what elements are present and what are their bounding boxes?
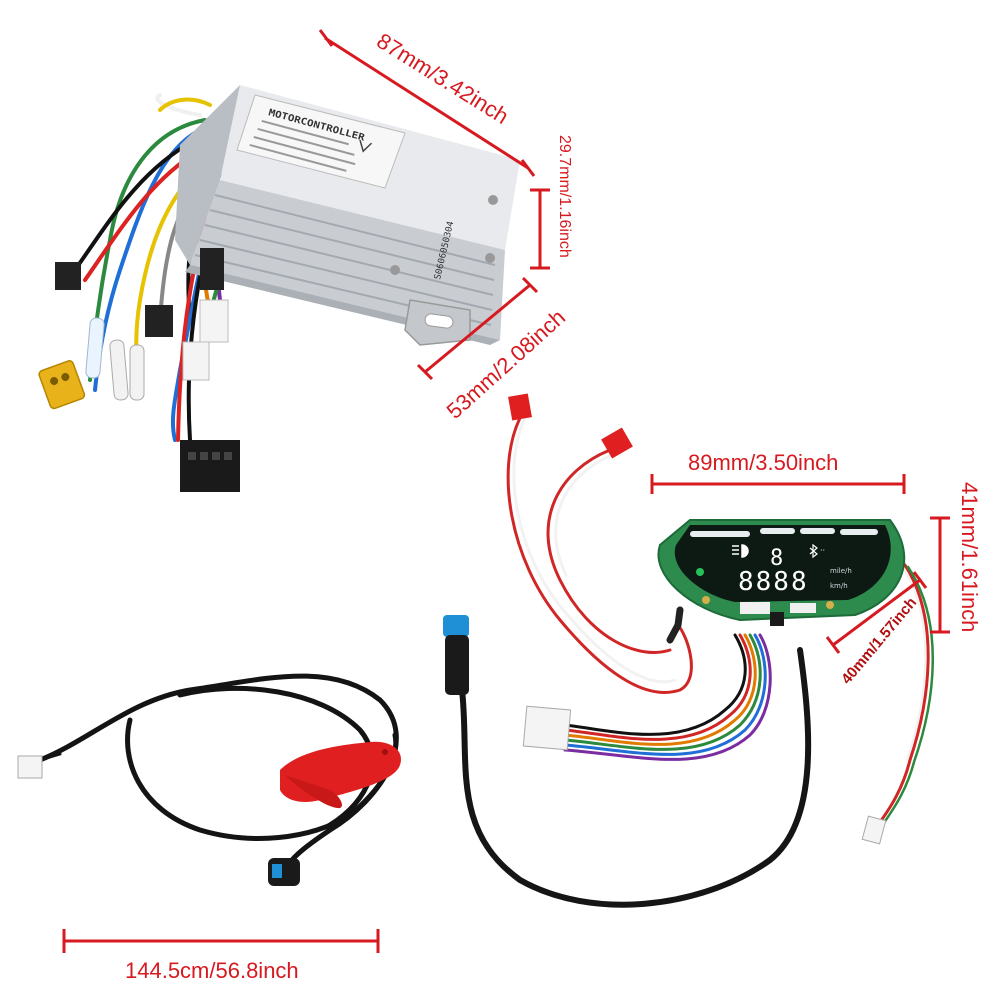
bluetooth-dots: ·· [820,546,825,555]
odometer: 8888 [738,567,809,597]
small-white-connector [861,815,887,845]
pcb-chip [790,603,816,613]
display-unit: 8 ·· 8888 mile/h km/h [443,393,935,908]
white-connector [182,299,229,381]
unit-kmh: km/h [830,582,848,590]
dim-controller-height [530,188,550,270]
battery-bars [690,528,878,537]
dim-display-width [650,474,906,494]
screw [485,253,495,263]
dim-display-height [930,516,950,634]
bluetooth-icon [809,543,818,559]
dim-controller-width [416,276,539,381]
xt60-connector [38,360,86,410]
dim-controller-length [318,29,536,177]
dim-label-cable-length: 144.5cm/56.8inch [125,958,299,983]
display-pcb: 8 ·· 8888 mile/h km/h [657,519,906,626]
screw [488,195,498,205]
dim-label-controller-height: 29.7mm/1.16inch [556,135,573,258]
pcb-chip [740,602,770,614]
display-cables [459,416,935,908]
pcb-button [770,612,784,626]
bullet-connector [85,317,145,401]
ce-mark-icon [359,139,373,153]
hall-connector [55,248,240,492]
status-led [696,568,704,576]
speed-digit: 8 [770,546,783,571]
brake-cable-connector [17,755,300,886]
display-white-connector [522,705,572,751]
dim-label-display-height: 41mm/1.61inch [957,482,982,632]
dim-cable-length [62,929,380,953]
dim-label-display-width: 89mm/3.50inch [688,450,838,475]
motor-controller: MOTORCONTROLLER S0606050304 [38,85,520,492]
unit-speed: mile/h [830,567,852,575]
headlight-icon [732,544,749,558]
dim-display-depth [825,571,928,654]
brake-lever [280,741,401,809]
red-connector [508,393,633,459]
screw [390,265,400,275]
lcd-screen [674,525,891,602]
blue-waterproof-connector [443,615,469,695]
